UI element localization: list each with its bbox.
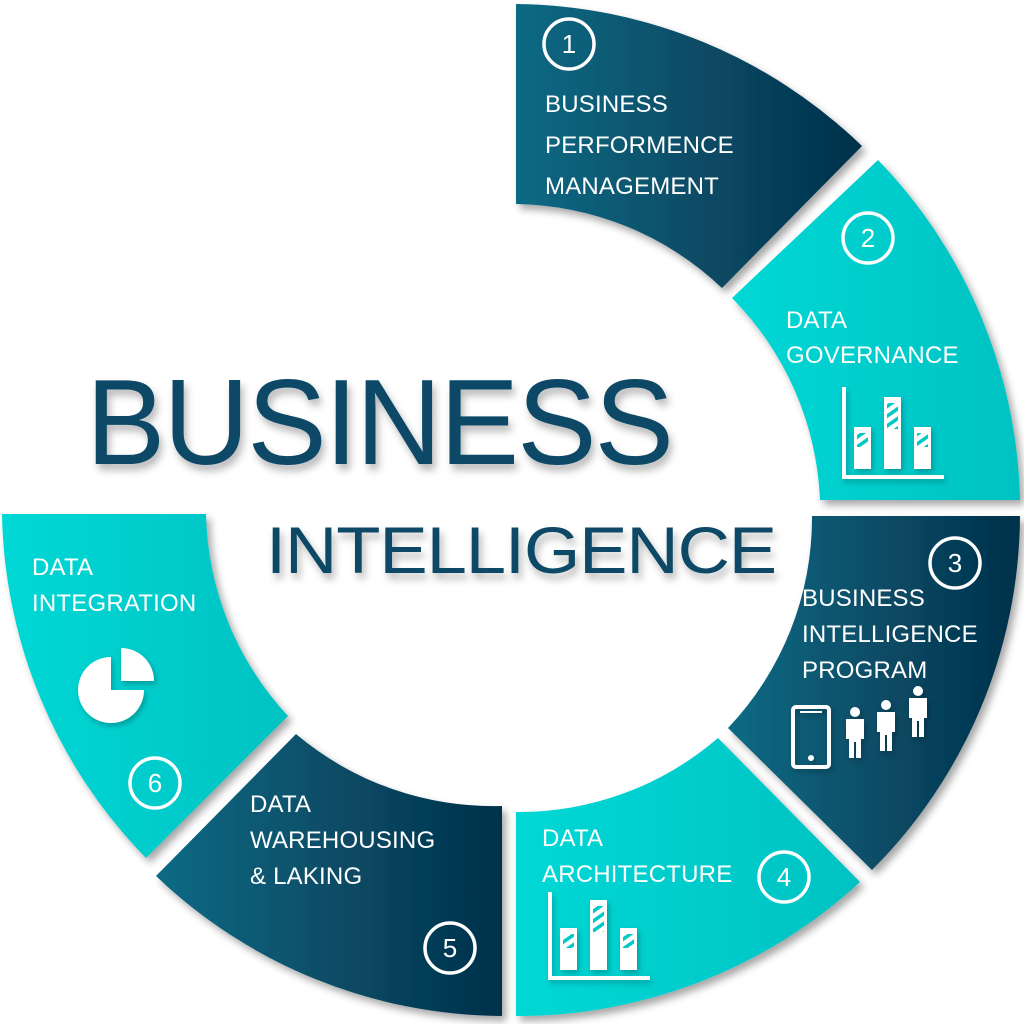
segment-5-data-warehousing-laking: 5 DATA WAREHOUSING & LAKING [156, 734, 502, 1016]
segment-2-data-governance: 2 DATA GOVERNANCE [732, 160, 1020, 500]
title-line-business: BUSINESS [86, 354, 672, 490]
number-badge-1 [542, 17, 596, 71]
smartphone-and-people-icon [791, 686, 927, 769]
segment-6-data-integration: 6 DATA INTEGRATION [2, 514, 288, 858]
title-line-intelligence: INTELLIGENCE [266, 513, 776, 587]
number-badge-3 [928, 536, 982, 590]
segment-6-number: 6 [148, 768, 162, 798]
segment-1-number: 1 [562, 29, 576, 59]
number-badge-2 [841, 211, 895, 265]
pie-chart-icon [78, 648, 154, 723]
number-badge-4 [757, 850, 811, 904]
segment-6-label-line-1: DATA [32, 554, 93, 581]
segment-3-number: 3 [948, 548, 962, 578]
center-title: BUSINESS INTELLIGENCE [86, 354, 777, 587]
person-icon-3 [909, 686, 927, 737]
segment-4-data-architecture: 4 DATA ARCHITECTURE [516, 738, 860, 1017]
segment-3-business-intelligence-program: 3 BUSINESS INTELLIGENCE PROGRAM [728, 516, 1020, 870]
segment-4-number: 4 [777, 862, 791, 892]
segment-1-label-line-1: BUSINESS [545, 91, 668, 118]
segment-5-label-line-3: & LAKING [250, 863, 362, 890]
number-badge-5 [423, 921, 477, 975]
segment-4-label-line-2: ARCHITECTURE [542, 861, 732, 888]
segment-1-label-line-3: MANAGEMENT [545, 173, 719, 200]
segment-3-label-line-2: INTELLIGENCE [802, 621, 978, 648]
bar-chart-icon [548, 892, 650, 980]
person-icon-2 [877, 700, 895, 751]
segment-3-label-line-1: BUSINESS [802, 585, 925, 612]
segment-1-business-performance-management: 1 BUSINESS PERFORMENCE MANAGEMENT [516, 4, 862, 288]
segment-5-label-line-2: WAREHOUSING [250, 827, 435, 854]
segment-5-label-line-1: DATA [250, 791, 311, 818]
segment-4-label-line-1: DATA [542, 825, 603, 852]
smartphone-icon [791, 705, 831, 769]
segment-2-label-line-1: DATA [786, 307, 847, 334]
number-badge-6 [128, 756, 182, 810]
person-icon-1 [846, 707, 864, 758]
segment-5-number: 5 [443, 933, 457, 963]
segment-2-label-line-2: GOVERNANCE [786, 342, 959, 369]
segment-6-label-line-2: INTEGRATION [32, 590, 196, 617]
segment-2-number: 2 [861, 223, 875, 253]
segment-1-label-line-2: PERFORMENCE [545, 132, 734, 159]
segment-3-label-line-3: PROGRAM [802, 657, 927, 684]
bar-chart-icon [842, 387, 944, 479]
